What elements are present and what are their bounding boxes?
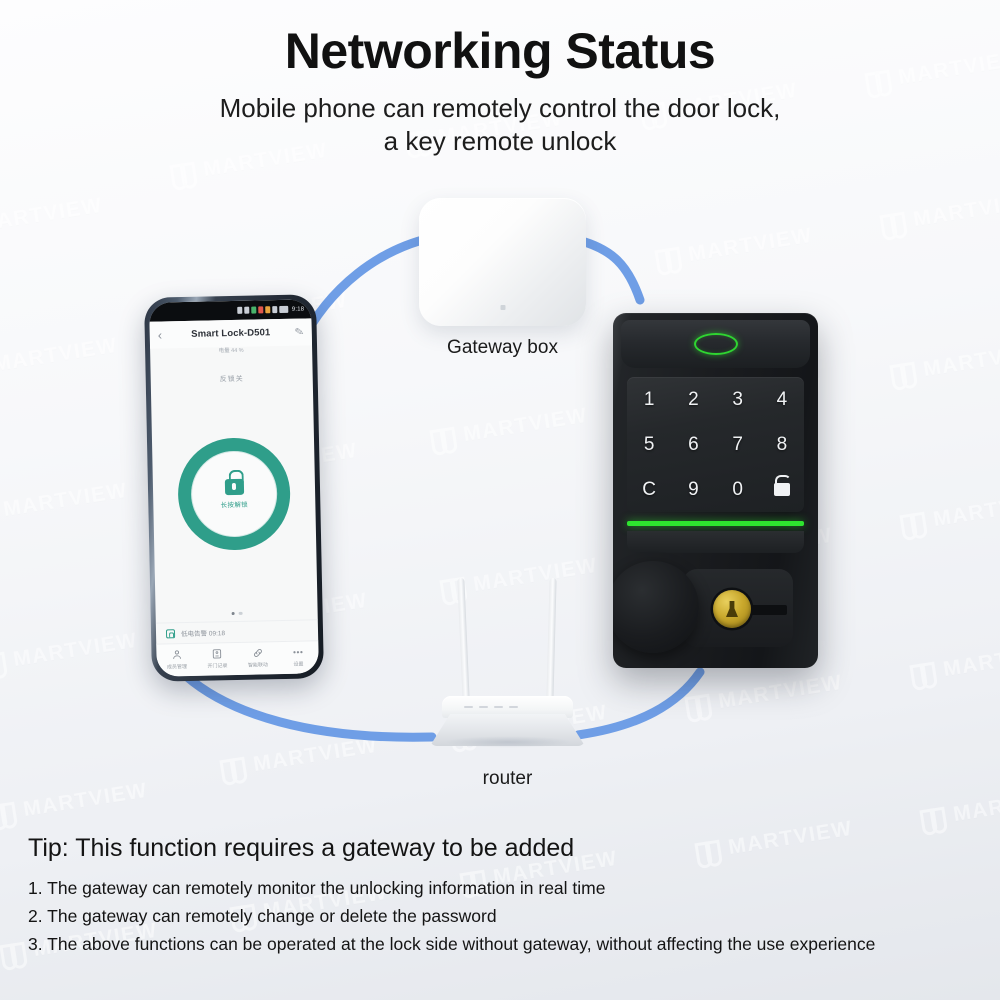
router-label: router <box>482 768 533 789</box>
lock-keypad: 1 2 3 4 5 6 7 8 C 9 0 <box>627 377 804 512</box>
battery-icon <box>278 305 288 314</box>
notification-icon <box>264 306 270 314</box>
tips-heading: Tip: This function requires a gateway to… <box>28 834 575 862</box>
gateway-device: Gateway box <box>419 198 586 359</box>
router-shadow <box>444 736 572 748</box>
bluetooth-icon <box>271 306 277 314</box>
router-base <box>430 714 585 746</box>
status-bar-time: 9:18 <box>291 305 305 313</box>
thumb-turn-knob[interactable] <box>613 561 699 653</box>
page-dot <box>238 611 243 615</box>
keypad-key-6[interactable]: 6 <box>688 434 699 455</box>
key-slot <box>751 605 787 615</box>
tab-automation-label: 智能联动 <box>247 662 269 669</box>
lock-mid-panel <box>627 531 804 553</box>
app-nav-bar: ‹ Smart Lock-D501 ✎ <box>149 318 313 349</box>
keypad-key-0[interactable]: 0 <box>732 479 743 500</box>
fingerprint-ring-icon <box>693 333 738 355</box>
link-icon <box>253 649 262 657</box>
lock-body: 1 2 3 4 5 6 7 8 C 9 0 <box>613 313 818 668</box>
keypad-key-7[interactable]: 7 <box>732 434 743 455</box>
lock-status-light-bar <box>627 521 804 526</box>
keypad-key-3[interactable]: 3 <box>732 389 743 410</box>
keypad-key-2[interactable]: 2 <box>688 389 699 410</box>
unlock-icon[interactable] <box>773 475 791 496</box>
brass-key-cylinder <box>713 590 751 628</box>
card-icon <box>213 649 222 659</box>
tip-item-2: 2. The gateway can remotely change or de… <box>28 905 497 926</box>
keypad-key-clear[interactable]: C <box>642 479 656 500</box>
keypad-key-5[interactable]: 5 <box>643 434 655 455</box>
gateway-label: Gateway box <box>447 337 558 358</box>
page-subtitle: Mobile phone can remotely control the do… <box>0 92 1000 159</box>
tab-records[interactable]: 开门记录 <box>197 648 238 670</box>
padlock-icon <box>224 478 244 495</box>
fingerprint-reader[interactable] <box>621 320 810 368</box>
keypad-key-1[interactable]: 1 <box>643 389 655 410</box>
gateway-box-body <box>419 198 586 326</box>
subtitle-line-1: Mobile phone can remotely control the do… <box>219 93 781 123</box>
tab-settings[interactable]: 设置 <box>278 646 319 668</box>
tips-section: Tip: This function requires a gateway to… <box>28 834 972 960</box>
tip-item-3: 3. The above functions can be operated a… <box>28 933 876 954</box>
bottom-tab-bar: 成员管理 开门记录 智能联动 <box>156 640 319 677</box>
more-dots-icon <box>293 650 303 654</box>
unlock-button[interactable]: 长按解锁 <box>176 436 292 551</box>
smart-door-lock: 1 2 3 4 5 6 7 8 C 9 0 <box>613 313 818 668</box>
keypad-key-9[interactable]: 9 <box>688 479 699 500</box>
bell-icon <box>165 628 176 638</box>
signal-icon-2 <box>243 306 249 314</box>
pencil-icon[interactable]: ✎ <box>293 325 305 340</box>
subtitle-line-2: a key remote unlock <box>383 126 617 157</box>
tab-members-label: 成员管理 <box>166 664 188 671</box>
tab-automation[interactable]: 智能联动 <box>237 647 278 669</box>
router-led-strip <box>464 706 518 708</box>
tip-item-1: 1. The gateway can remotely monitor the … <box>28 878 606 898</box>
keypad-key-8[interactable]: 8 <box>776 434 788 455</box>
unlock-button-label: 长按解锁 <box>220 501 249 510</box>
phone-screen: 9:18 ‹ Smart Lock-D501 ✎ 电量 44 % 反锁关 长按解… <box>149 299 319 677</box>
tab-settings-label: 设置 <box>293 661 304 668</box>
tips-list: 1. The gateway can remotely monitor the … <box>28 876 972 957</box>
keypad-key-4[interactable]: 4 <box>776 389 788 410</box>
phone-body: 9:18 ‹ Smart Lock-D501 ✎ 电量 44 % 反锁关 长按解… <box>143 294 325 682</box>
person-icon <box>172 650 181 659</box>
device-title: Smart Lock-D501 <box>191 327 271 340</box>
wifi-icon <box>250 306 256 314</box>
smartphone-mockup: 9:18 ‹ Smart Lock-D501 ✎ 电量 44 % 反锁关 长按解… <box>143 294 325 682</box>
notice-text: 低电告警 09:18 <box>180 630 226 639</box>
page-dot-active <box>231 611 235 616</box>
page-header: Networking Status Mobile phone can remot… <box>0 0 1000 159</box>
signal-icon <box>236 306 242 314</box>
tab-members[interactable]: 成员管理 <box>156 649 197 671</box>
tab-records-label: 开门记录 <box>207 663 228 670</box>
page-title: Networking Status <box>284 23 716 79</box>
router-top-shell <box>442 696 573 718</box>
alert-icon <box>257 306 263 314</box>
unlock-area: 长按解锁 <box>151 374 318 613</box>
